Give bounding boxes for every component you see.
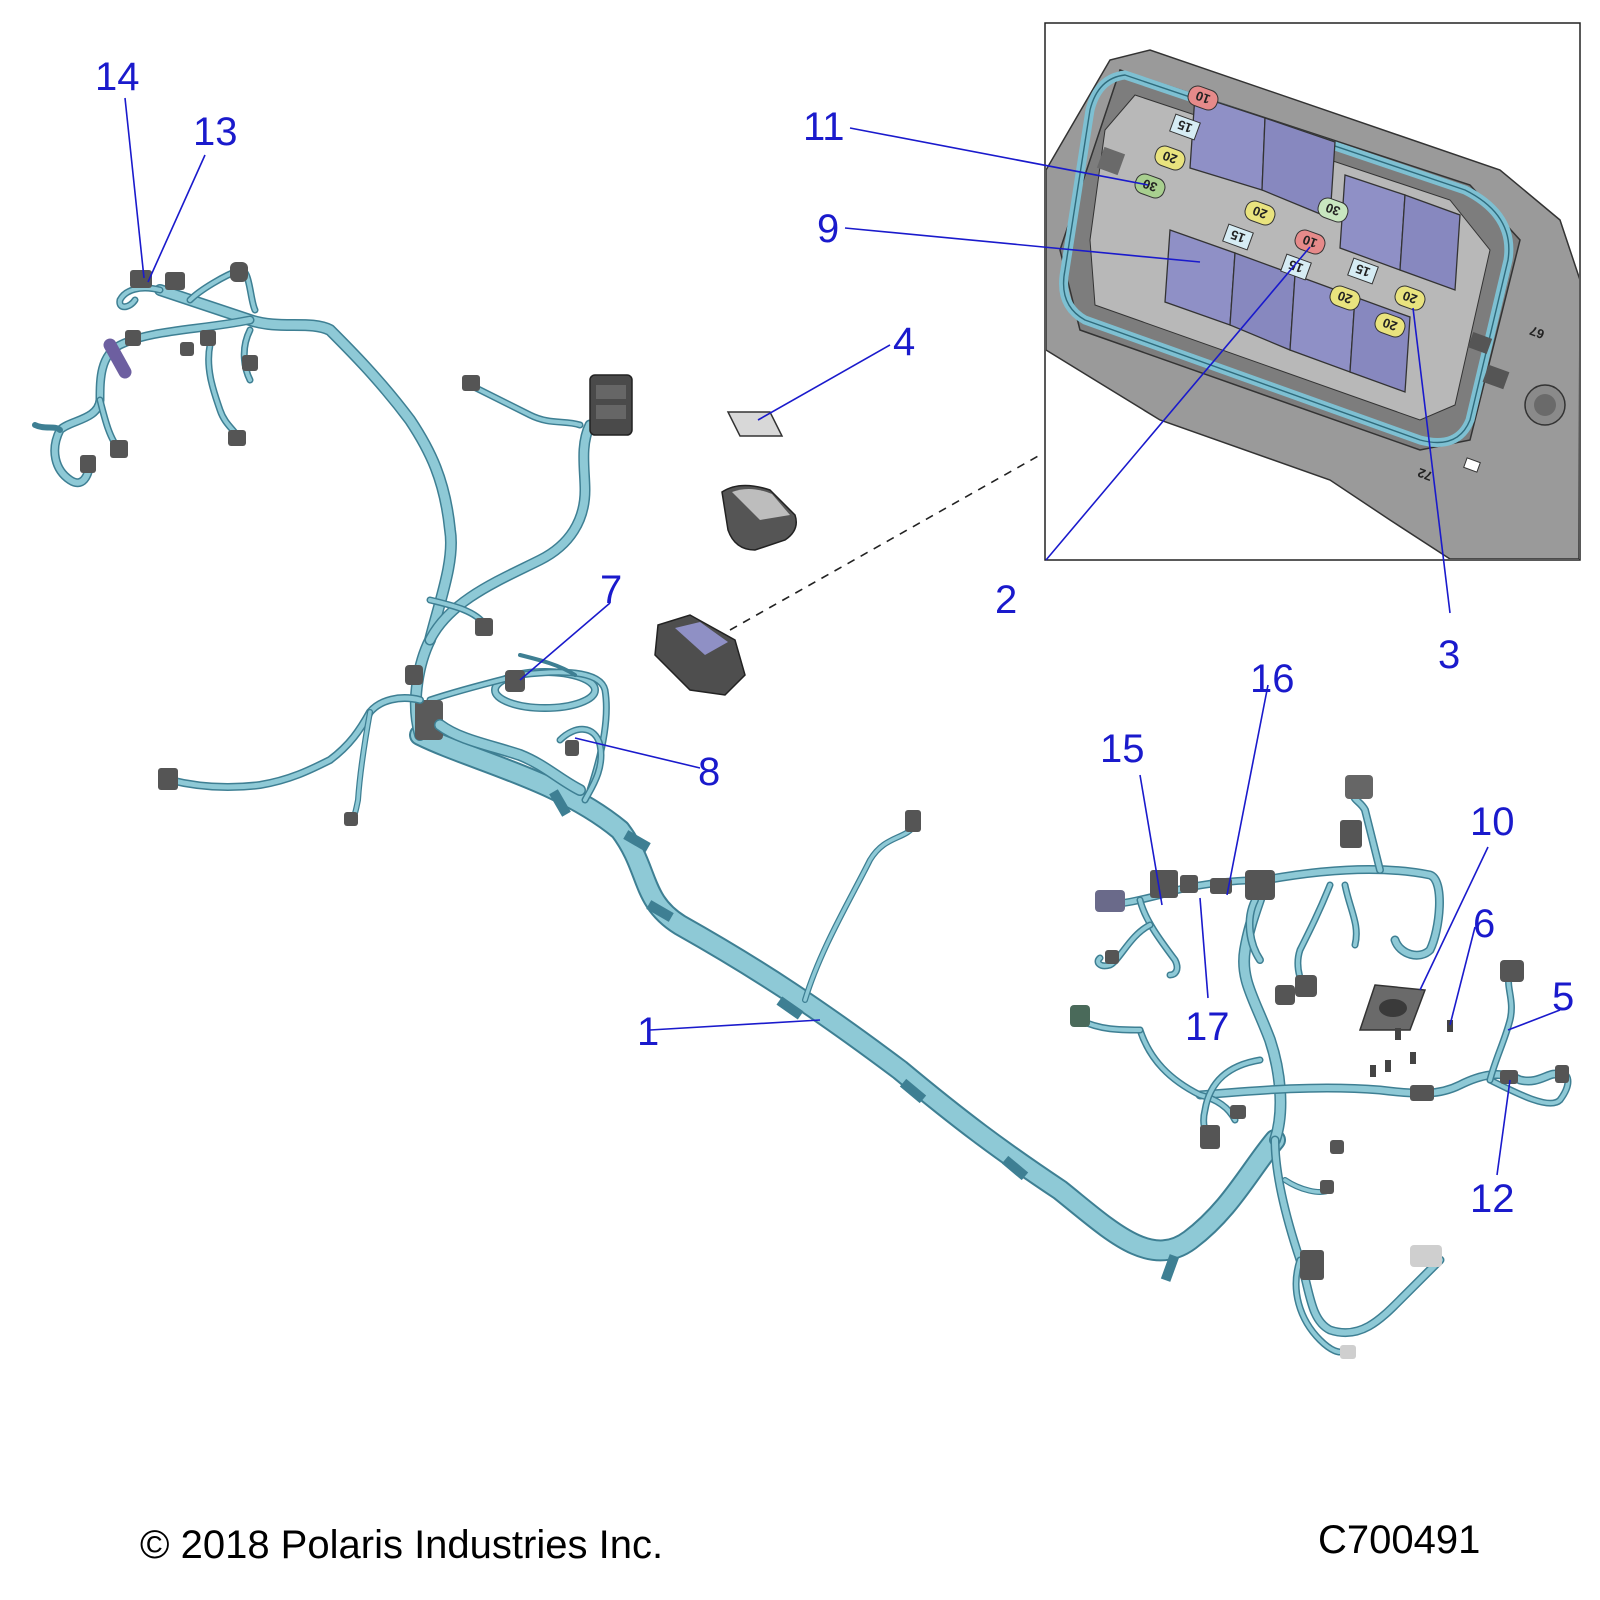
fuse-box-exploded — [654, 411, 1041, 696]
fuse-rating: 15 — [1229, 227, 1248, 246]
fuse-rating: 15 — [1287, 257, 1306, 276]
callout-13: 13 — [193, 110, 238, 154]
callout-15: 15 — [1100, 727, 1145, 771]
fuse-rating: 15 — [1354, 261, 1373, 280]
callout-8: 8 — [698, 750, 720, 794]
fuse-rating: 15 — [1176, 117, 1195, 136]
callout-2: 2 — [995, 578, 1017, 622]
box-mark: 67 — [1528, 323, 1547, 342]
callout-numbers: 14 13 4 7 8 1 11 9 2 3 15 16 17 10 6 5 1… — [95, 55, 1574, 1221]
copyright-notice: © 2018 Polaris Industries Inc. — [140, 1523, 663, 1567]
callout-12: 12 — [1470, 1177, 1515, 1221]
right-harness — [1070, 775, 1572, 1359]
upper-left-harness — [32, 262, 457, 741]
callout-16: 16 — [1250, 657, 1295, 701]
fuse-rating-labels: 10 15 20 30 20 30 15 10 15 15 20 20 20 6… — [1141, 88, 1547, 484]
fuse-rating: 20 — [1251, 203, 1270, 222]
fuse-rating: 10 — [1301, 232, 1320, 251]
callout-5: 5 — [1552, 975, 1574, 1019]
callout-6: 6 — [1473, 902, 1495, 946]
fuse-rating: 20 — [1401, 288, 1420, 307]
fuse-box-detail-view: 10 15 20 30 20 30 15 10 15 15 20 20 20 6… — [1044, 22, 1581, 561]
fuse-rating: 20 — [1381, 315, 1400, 334]
callout-7: 7 — [600, 568, 622, 612]
fuse-rating: 30 — [1141, 176, 1160, 195]
callout-10: 10 — [1470, 800, 1515, 844]
callout-1: 1 — [637, 1010, 659, 1054]
fuse-rating: 10 — [1194, 88, 1213, 107]
fuse-rating: 20 — [1161, 148, 1180, 167]
leader-lines — [124, 97, 1561, 1176]
fuse-rating: 30 — [1324, 200, 1343, 219]
callout-4: 4 — [893, 320, 915, 364]
fuse-rating: 20 — [1336, 288, 1355, 307]
callout-3: 3 — [1438, 633, 1460, 677]
main-harness — [409, 724, 1286, 1282]
left-harness — [158, 665, 424, 826]
callout-14: 14 — [95, 55, 140, 99]
upper-center-harness — [415, 374, 633, 804]
figure-id: C700491 — [1318, 1518, 1480, 1562]
box-mark: 72 — [1416, 465, 1435, 484]
callout-11: 11 — [803, 105, 845, 149]
callout-9: 9 — [817, 207, 839, 251]
callout-17: 17 — [1185, 1005, 1230, 1049]
